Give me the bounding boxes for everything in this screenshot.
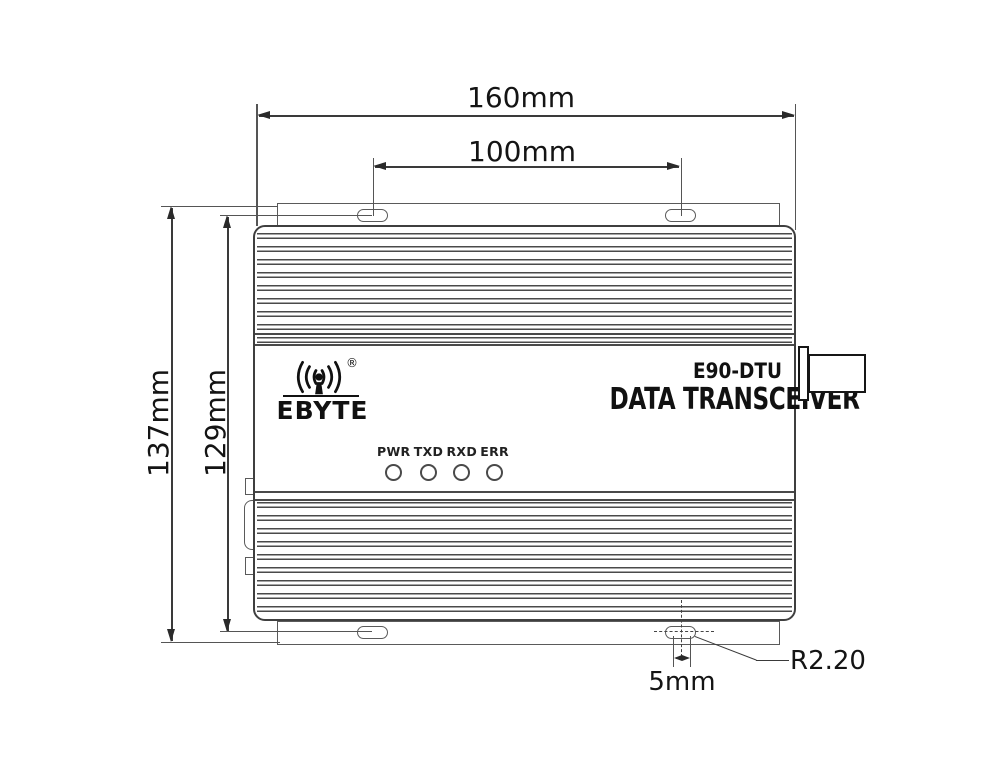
extension-line — [161, 205, 278, 207]
arrowhead-left-icon — [373, 162, 386, 170]
extension-line — [689, 636, 691, 667]
led-circle-icon — [486, 464, 504, 481]
led-label: ERR — [480, 444, 509, 459]
dim-width-label: 160mm — [467, 81, 575, 114]
model-block: E90-DTU DATA TRANSCEIVER — [555, 359, 860, 417]
registered-trademark-icon: ® — [346, 356, 358, 370]
model-label: E90-DTU — [693, 359, 782, 383]
panel-separator — [255, 333, 794, 335]
led-circle-icon — [453, 464, 471, 481]
slot-centerline-vertical — [680, 600, 682, 657]
arrowhead-left-icon — [673, 655, 682, 661]
extension-line — [794, 104, 796, 230]
led-pwr: PWR — [377, 444, 410, 481]
extension-line — [220, 215, 372, 217]
led-label: PWR — [377, 444, 411, 459]
panel-separator — [255, 344, 794, 346]
brand-name: EBYTE — [276, 396, 369, 425]
led-label: TXD — [413, 444, 444, 459]
panel-separator — [255, 499, 794, 501]
panel-separator — [255, 491, 794, 493]
arrowhead-right-icon — [681, 655, 690, 661]
brand-logo: ® EBYTE — [270, 356, 375, 425]
dim-hole-spacing-line — [375, 166, 679, 168]
antenna-flange — [798, 346, 809, 401]
dim-body-height-line — [227, 217, 229, 631]
logo-underline — [283, 395, 359, 397]
dim-hole-spacing-label: 100mm — [468, 135, 576, 168]
dim-height-label: 137mm — [142, 369, 175, 477]
antenna-connector — [808, 354, 866, 393]
led-txd: TXD — [414, 444, 443, 481]
led-label: RXD — [446, 444, 478, 459]
arrowhead-down-icon — [223, 619, 231, 632]
arrowhead-down-icon — [167, 629, 175, 642]
extension-line — [672, 636, 674, 667]
arrowhead-left-icon — [257, 111, 270, 119]
extension-line — [372, 158, 374, 216]
arrowhead-right-icon — [782, 111, 795, 119]
led-circle-icon — [419, 464, 437, 481]
wifi-antenna-icon — [296, 360, 342, 395]
extension-line — [256, 104, 258, 226]
heatsink-fins-top — [257, 233, 792, 348]
extension-line — [161, 642, 280, 644]
dim-slot-width-label: 5mm — [648, 667, 716, 697]
radius-label: R2.20 — [790, 646, 866, 676]
slot-centerline-horizontal — [654, 630, 714, 632]
led-indicators: PWR TXD RXD ERR — [377, 444, 509, 481]
bottom-mounting-plate — [277, 621, 780, 645]
dim-body-height-label: 129mm — [199, 369, 232, 477]
arrowhead-up-icon — [167, 206, 175, 219]
heatsink-fins-bottom — [257, 502, 792, 614]
device-body: ® EBYTE E90-DTU DATA TRANSCEIVER PWR TXD… — [253, 225, 860, 621]
product-name: DATA TRANSCEIVER — [609, 382, 860, 417]
led-rxd: RXD — [446, 444, 477, 481]
led-circle-icon — [385, 464, 403, 481]
radius-leader-horizontal — [756, 659, 789, 661]
extension-line — [220, 631, 372, 633]
dim-width-line — [259, 115, 794, 117]
extension-line — [680, 158, 682, 216]
dim-height-line — [171, 208, 173, 641]
led-err: ERR — [480, 444, 509, 481]
arrowhead-up-icon — [223, 215, 231, 228]
arrowhead-right-icon — [667, 162, 680, 170]
